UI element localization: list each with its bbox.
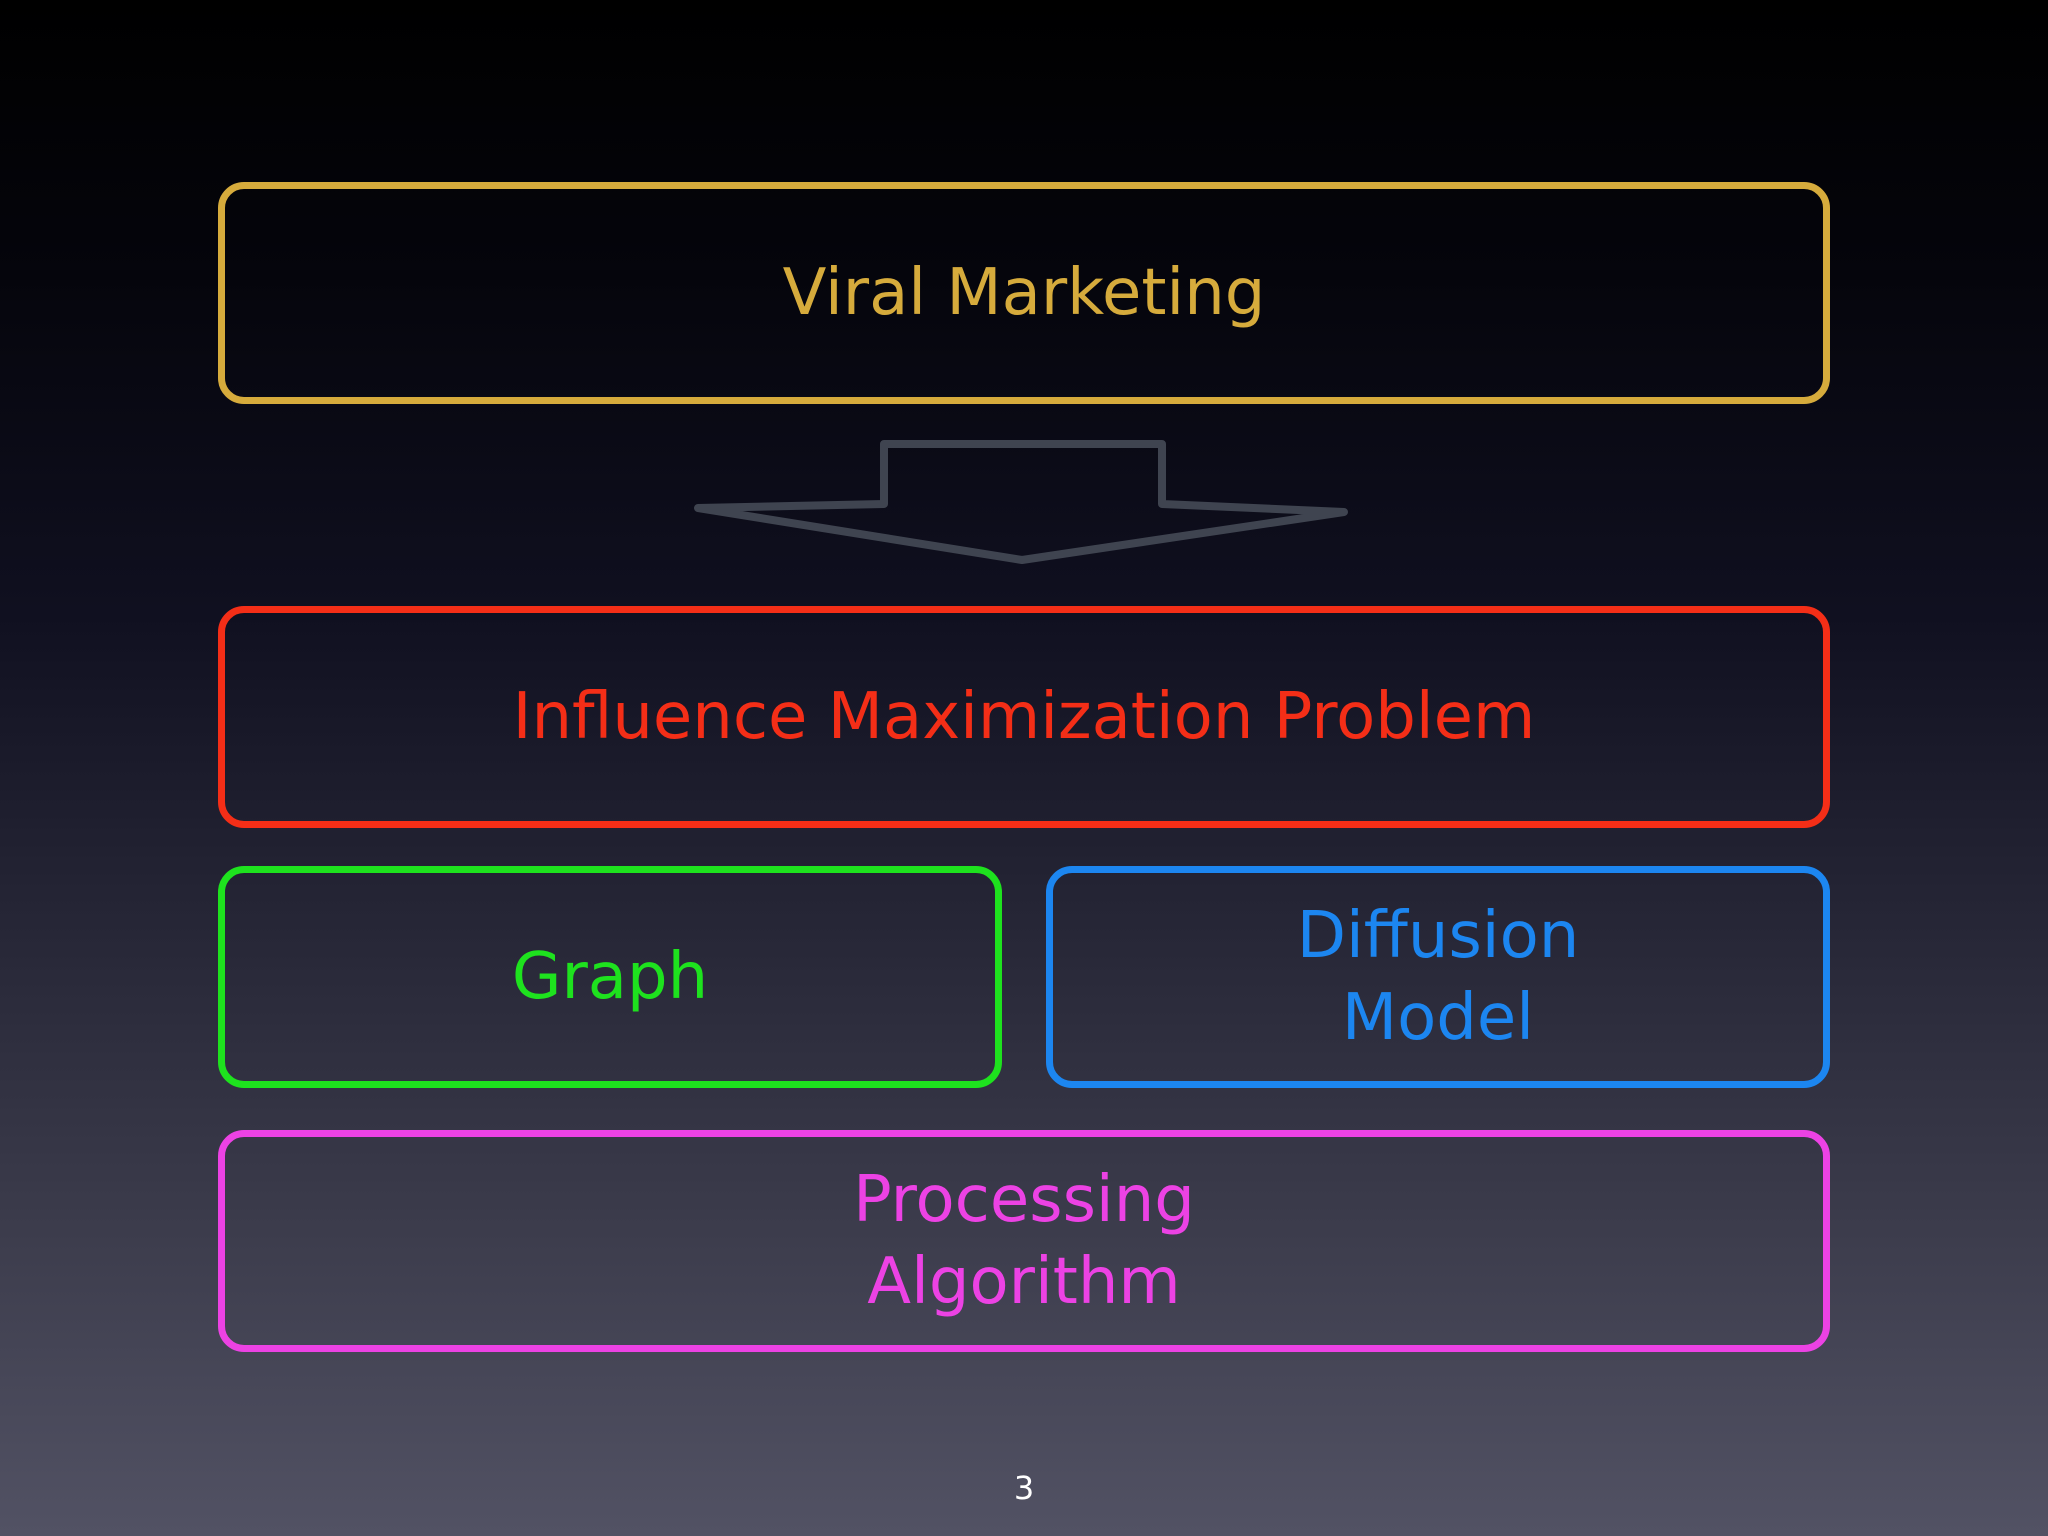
graph-label: Graph [511,940,709,1014]
down-arrow-icon [694,440,1348,564]
down-arrow-shape [694,440,1348,564]
page-number: 3 [1013,1469,1035,1507]
diffusion-model-label: Diffusion Model [1296,899,1580,1055]
viral-marketing-box: Viral Marketing [218,182,1830,404]
processing-algorithm-box: Processing Algorithm [218,1130,1830,1352]
graph-box: Graph [218,866,1002,1088]
diffusion-model-box: Diffusion Model [1046,866,1830,1088]
influence-maximization-label: Influence Maximization Problem [512,680,1536,754]
processing-algorithm-label: Processing Algorithm [853,1163,1195,1319]
viral-marketing-label: Viral Marketing [782,256,1266,330]
influence-maximization-box: Influence Maximization Problem [218,606,1830,828]
